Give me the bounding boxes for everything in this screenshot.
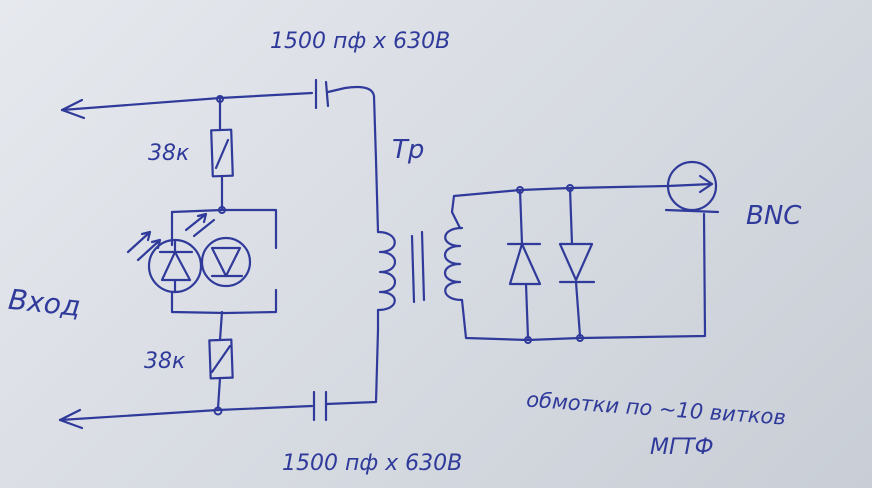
- label-res-bottom: 38к: [144, 349, 186, 374]
- capacitor-top: [314, 78, 378, 162]
- led-right: [200, 236, 252, 288]
- bnc-connector: [664, 160, 720, 214]
- resistor-top: [210, 128, 234, 178]
- diode-right: [558, 186, 596, 338]
- transformer: [374, 158, 707, 342]
- label-cap-bottom: 1500 пф х 630В: [282, 451, 462, 476]
- label-note-line2: МГТФ: [650, 435, 714, 460]
- label-bnc: BNC: [746, 201, 802, 231]
- label-res-top: 38к: [148, 141, 190, 166]
- input-arrow-bottom: [58, 408, 220, 430]
- top-rail: [218, 91, 314, 100]
- label-cap-top: 1500 пф х 630В: [270, 29, 450, 54]
- led-left: [147, 238, 203, 294]
- label-note-line1: обмотки по ~10 витков: [525, 388, 786, 430]
- led-light-arrows: [126, 212, 216, 262]
- label-transformer: Тр: [392, 135, 424, 165]
- label-input: Вход: [7, 283, 82, 323]
- bottom-rail: [216, 404, 314, 412]
- node-bottom: [213, 406, 223, 416]
- input-arrow-top: [60, 96, 222, 120]
- resistor-bottom: [208, 338, 234, 380]
- diode-left: [506, 188, 542, 340]
- capacitor-bottom: [312, 328, 380, 422]
